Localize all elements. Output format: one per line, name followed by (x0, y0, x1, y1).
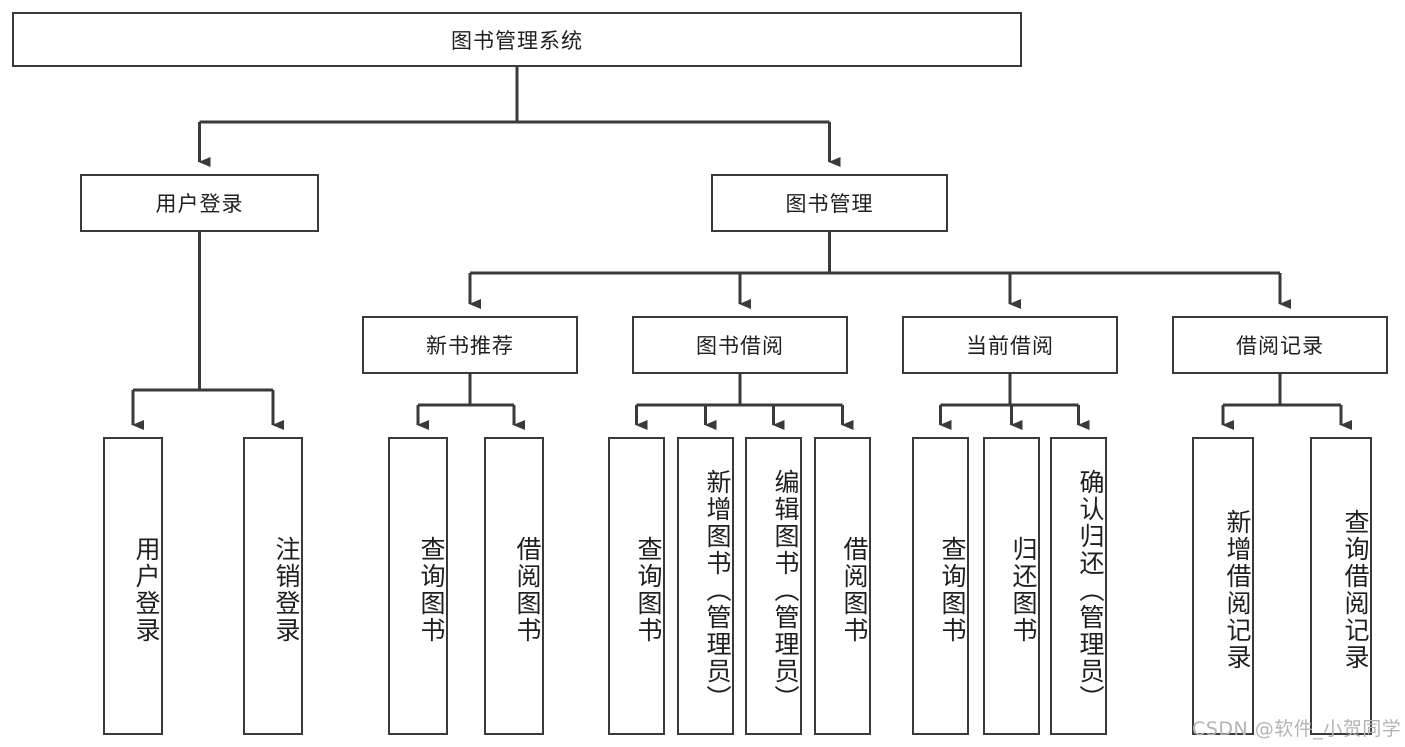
node-leaf-user-logout[interactable]: 注销登录 (243, 437, 303, 735)
node-book-borrow[interactable]: 图书借阅 (632, 316, 848, 374)
node-leaf-cb-confirm-return-label: 确认归还（管理员） (1076, 468, 1105, 712)
csdn-watermark: CSDN @软件_小贺同学 (1192, 718, 1402, 740)
node-leaf-bb-query-book-label: 查询图书 (634, 536, 663, 644)
node-leaf-br-query-record[interactable]: 查询借阅记录 (1310, 437, 1372, 735)
node-book-manage-label: 图书管理 (785, 192, 874, 216)
node-leaf-cb-return-book[interactable]: 归还图书 (983, 437, 1040, 735)
node-leaf-cb-query-book-label: 查询图书 (938, 536, 967, 644)
node-leaf-bb-query-book[interactable]: 查询图书 (608, 437, 665, 735)
node-user-login-label: 用户登录 (155, 192, 244, 216)
node-current-borrow-label: 当前借阅 (966, 334, 1054, 358)
node-book-manage[interactable]: 图书管理 (711, 174, 948, 232)
node-leaf-br-add-record-label: 新增借阅记录 (1223, 509, 1252, 671)
node-book-borrow-label: 图书借阅 (696, 334, 784, 358)
node-root[interactable]: 图书管理系统 (12, 12, 1022, 67)
node-leaf-cb-confirm-return[interactable]: 确认归还（管理员） (1050, 437, 1107, 735)
node-leaf-rec-query-book[interactable]: 查询图书 (388, 437, 448, 735)
node-new-book-rec-label: 新书推荐 (426, 334, 514, 358)
node-leaf-bb-borrow-book[interactable]: 借阅图书 (814, 437, 871, 735)
node-leaf-cb-query-book[interactable]: 查询图书 (912, 437, 969, 735)
node-new-book-rec[interactable]: 新书推荐 (362, 316, 578, 374)
node-current-borrow[interactable]: 当前借阅 (902, 316, 1118, 374)
node-leaf-bb-borrow-book-label: 借阅图书 (840, 536, 869, 644)
node-leaf-cb-return-book-label: 归还图书 (1009, 536, 1038, 644)
node-leaf-bb-edit-book[interactable]: 编辑图书（管理员） (745, 437, 802, 735)
node-borrow-record[interactable]: 借阅记录 (1172, 316, 1388, 374)
node-leaf-rec-borrow-book-label: 借阅图书 (513, 536, 542, 644)
node-borrow-record-label: 借阅记录 (1236, 334, 1324, 358)
node-leaf-rec-query-book-label: 查询图书 (417, 536, 446, 644)
node-leaf-bb-add-book[interactable]: 新增图书（管理员） (677, 437, 734, 735)
node-leaf-rec-borrow-book[interactable]: 借阅图书 (484, 437, 544, 735)
node-user-login[interactable]: 用户登录 (80, 174, 319, 232)
node-root-label: 图书管理系统 (451, 28, 583, 53)
node-leaf-user-login[interactable]: 用户登录 (103, 437, 163, 735)
node-leaf-bb-add-book-label: 新增图书（管理员） (703, 468, 732, 712)
node-leaf-user-login-label: 用户登录 (132, 536, 161, 644)
node-leaf-br-query-record-label: 查询借阅记录 (1341, 509, 1370, 671)
node-leaf-br-add-record[interactable]: 新增借阅记录 (1192, 437, 1254, 735)
node-leaf-bb-edit-book-label: 编辑图书（管理员） (771, 468, 800, 712)
node-leaf-user-logout-label: 注销登录 (272, 536, 301, 644)
